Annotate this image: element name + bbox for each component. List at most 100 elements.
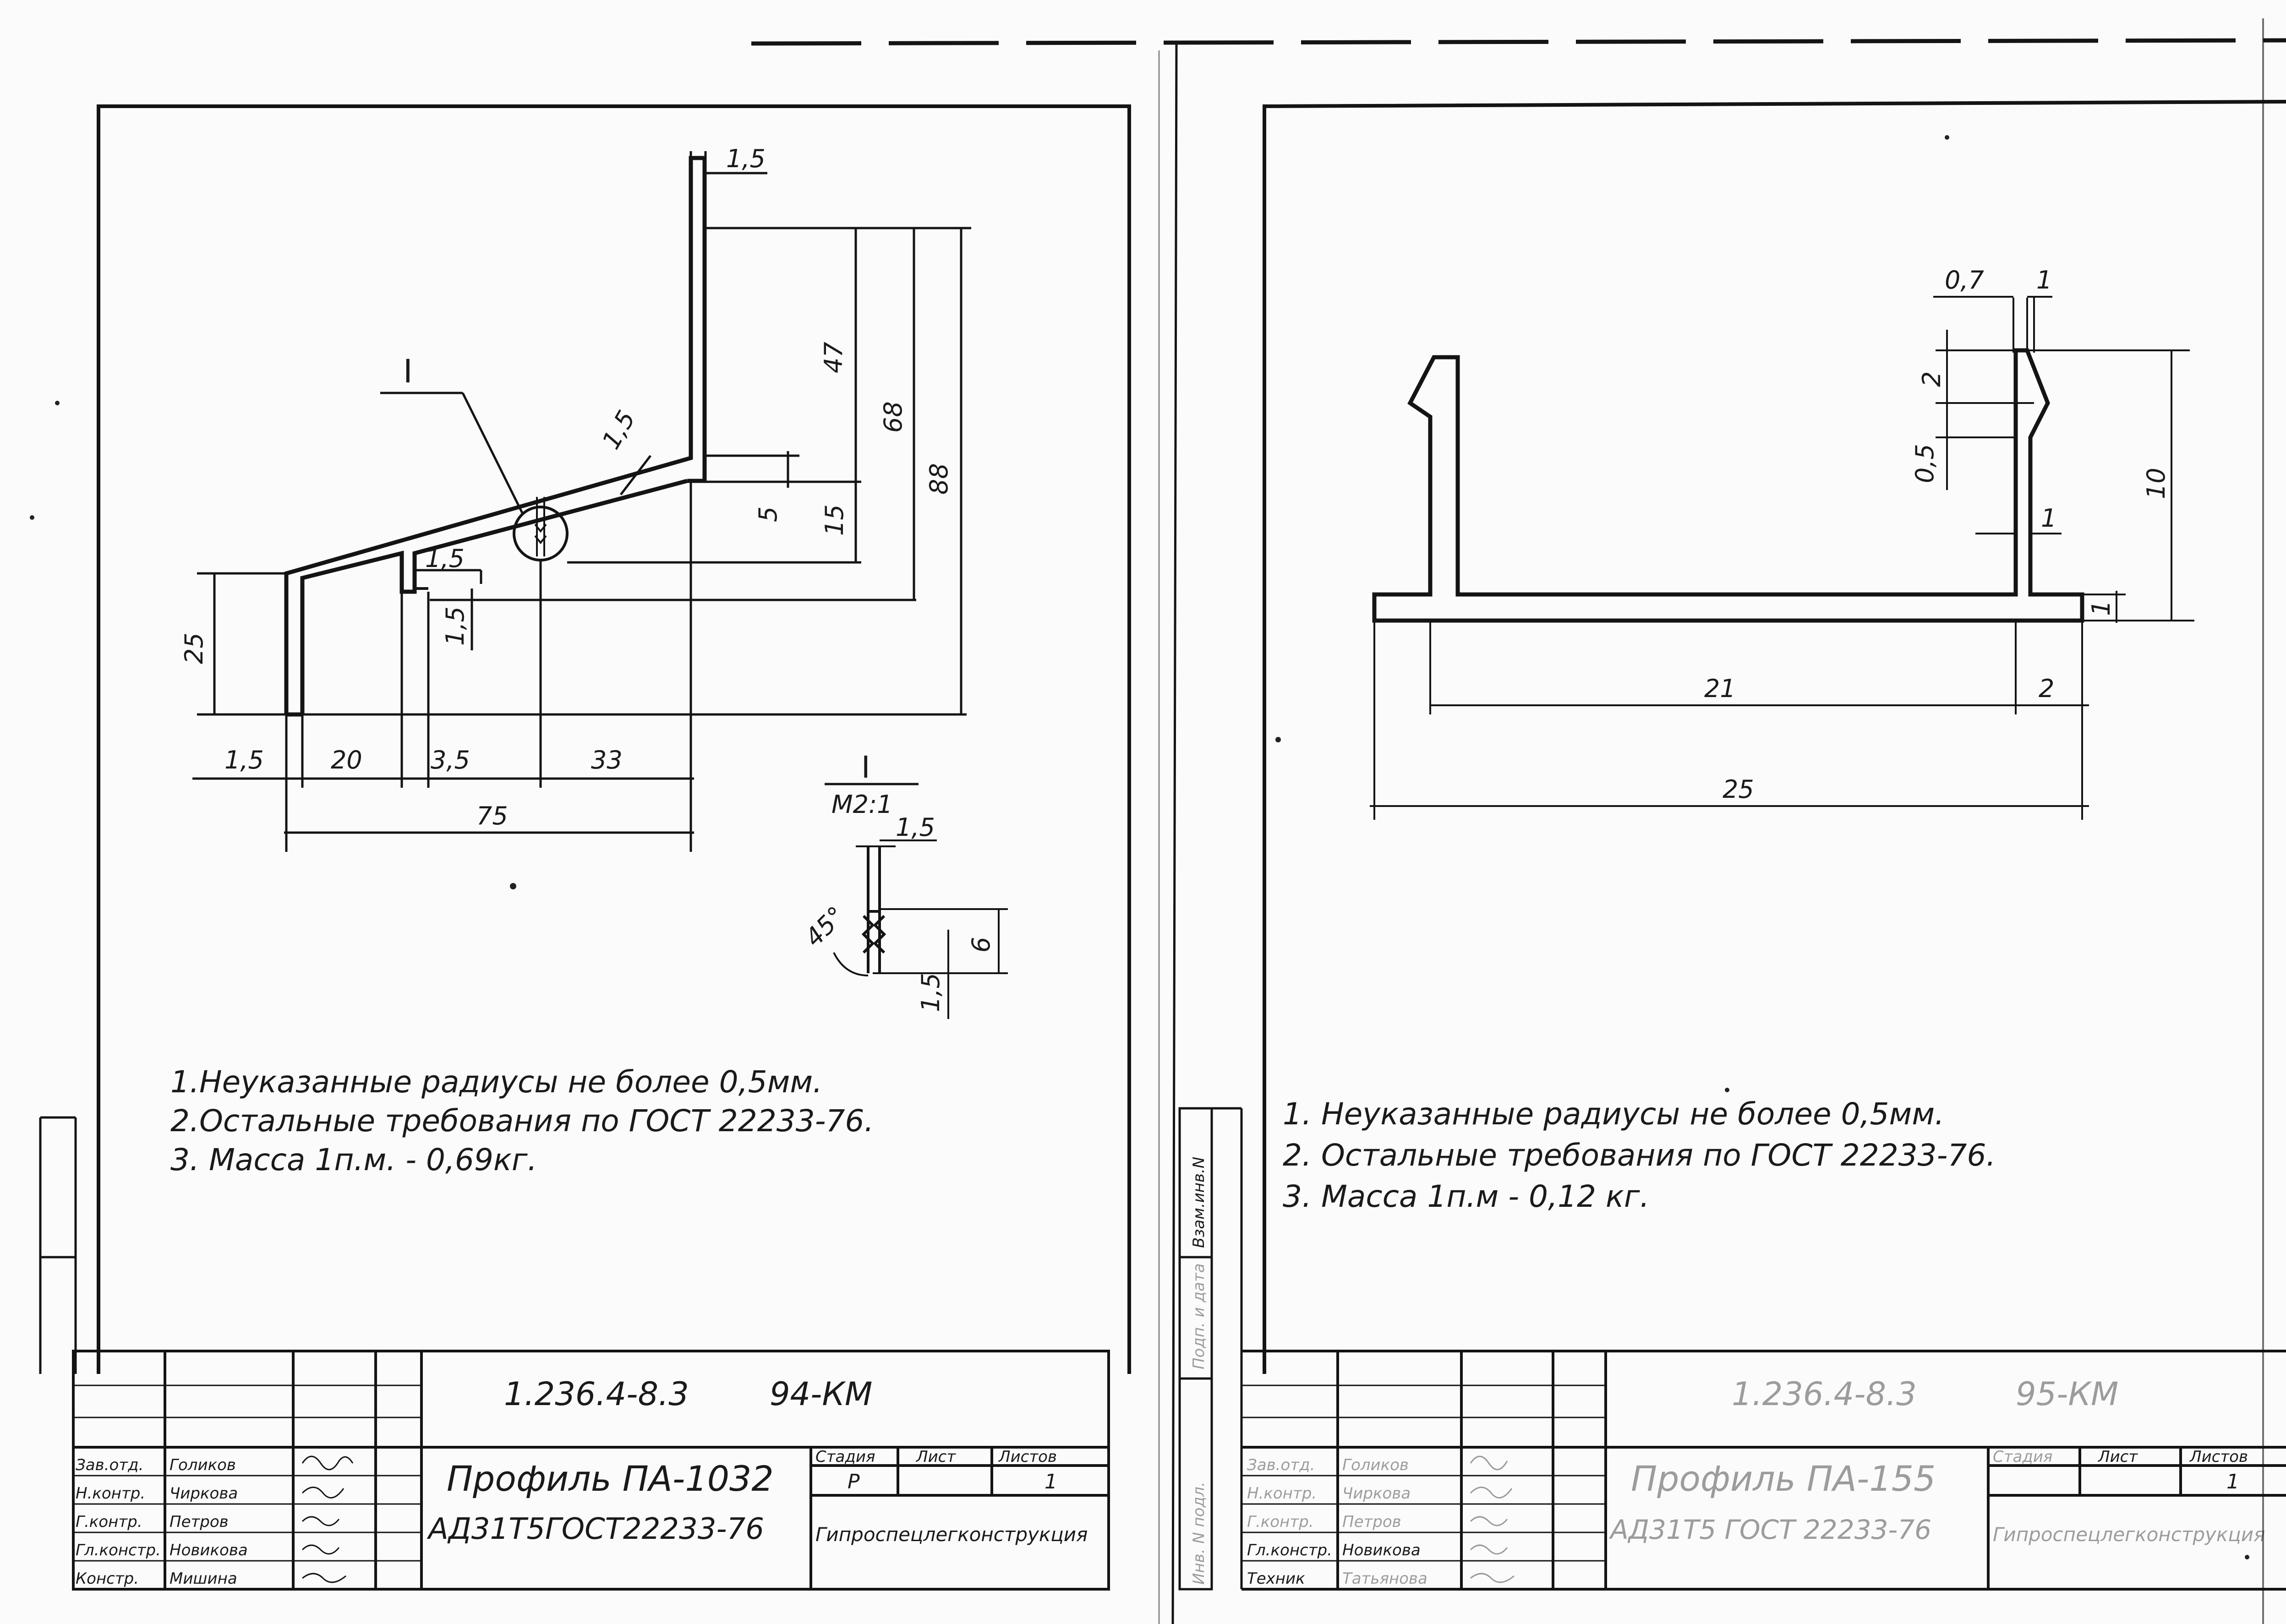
- dim-25: 25: [180, 632, 208, 664]
- left-name-5: Мишина: [170, 1570, 237, 1588]
- right-title: Профиль ПА-155: [1631, 1458, 1936, 1499]
- right-role-2: Н.контр.: [1247, 1484, 1317, 1503]
- r-dim-21: 21: [1704, 674, 1736, 703]
- right-notes: 1. Неуказанные радиусы не более 0,5мм. 2…: [1283, 1096, 1996, 1214]
- scan-edges: [751, 18, 2286, 1624]
- pa-155-dimension-lines: [1370, 296, 2194, 820]
- right-name-3: Петров: [1342, 1513, 1401, 1531]
- right-note-2: 2. Остальные требования по ГОСТ 22233-76…: [1283, 1138, 1996, 1173]
- left-role-2: Н.контр.: [76, 1484, 145, 1503]
- left-stage-value: Р: [848, 1470, 860, 1493]
- left-doc-code: 1.236.4-8.3: [504, 1375, 689, 1413]
- right-sheets-label: Листов: [2189, 1448, 2248, 1466]
- left-edge-strip: [39, 1116, 77, 1374]
- left-name-2: Чиркова: [170, 1484, 238, 1503]
- left-role-4: Гл.констр.: [76, 1541, 161, 1559]
- right-note-3: 3. Масса 1п.м - 0,12 кг.: [1283, 1179, 1649, 1214]
- right-side-stamps: Взам.инв.N Подп. и дата Инв. N подл.: [1178, 1107, 1243, 1591]
- right-note-1: 1. Неуказанные радиусы не более 0,5мм.: [1283, 1096, 1944, 1132]
- right-signatures: [1470, 1455, 1515, 1583]
- right-title-block: Зав.отд. Н.контр. Г.контр. Гл.констр. Те…: [1241, 1350, 2286, 1591]
- left-role-1: Зав.отд.: [76, 1456, 143, 1474]
- left-sheet-label: Лист: [915, 1448, 956, 1466]
- r-dim-1-mid: 1: [2041, 504, 2056, 533]
- dim-47: 47: [819, 342, 848, 373]
- right-organization: Гипроспецлегконструкция: [1993, 1523, 2265, 1546]
- r-dim-0-5: 0,5: [1910, 444, 1939, 483]
- pa-155-dimension-texts: 0,7 1 2 0,5 10 1 1 21 2 25: [1704, 266, 2171, 804]
- detail-callout-circle: [513, 506, 569, 561]
- right-role-1: Зав.отд.: [1247, 1456, 1315, 1474]
- left-note-1: 1.Неуказанные радиусы не более 0,5мм.: [170, 1064, 822, 1100]
- left-note-3: 3. Масса 1п.м. - 0,69кг.: [170, 1142, 537, 1177]
- dim-1-5-bottom: 1,5: [224, 746, 264, 774]
- stamp-zam-inv: Взам.инв.N: [1190, 1157, 1208, 1248]
- right-stage-label: Стадия: [1993, 1448, 2052, 1466]
- right-sheets-value: 1: [2226, 1470, 2239, 1493]
- dim-1-5-top: 1,5: [726, 144, 766, 173]
- dim-3-5: 3,5: [431, 746, 470, 774]
- profile-pa-155: [1372, 348, 2084, 623]
- dim-33: 33: [591, 746, 623, 774]
- dim-68: 68: [879, 401, 908, 433]
- dim-75: 75: [476, 801, 508, 830]
- detail-dim-6: 6: [967, 937, 995, 953]
- dim-1-5-inner-b: 1,5: [441, 606, 470, 646]
- r-dim-2-bottom: 2: [2039, 674, 2054, 703]
- left-title-block: Зав.отд. Н.контр. Г.контр. Гл.констр. Ко…: [72, 1350, 1110, 1591]
- left-title: Профиль ПА-1032: [447, 1458, 774, 1499]
- left-sheet-code: 94-КМ: [770, 1375, 872, 1413]
- detail-dim-1-5-b: 1,5: [916, 973, 945, 1012]
- detail-scale: M2:1: [831, 790, 893, 819]
- detail-dim-1-5-a: 1,5: [896, 813, 935, 842]
- left-role-3: Г.контр.: [76, 1513, 142, 1531]
- r-dim-1-right: 1: [2087, 600, 2116, 616]
- right-material: АД31Т5 ГОСТ 22233-76: [1608, 1514, 1931, 1545]
- left-material: АД31Т5ГОСТ22233-76: [427, 1512, 764, 1546]
- detail-title: I: [861, 750, 870, 785]
- right-name-4: Новикова: [1342, 1541, 1421, 1559]
- right-sheet-code: 95-КМ: [2016, 1375, 2118, 1413]
- r-dim-25: 25: [1723, 775, 1754, 804]
- dim-1-5-inner-a: 1,5: [425, 544, 465, 573]
- dim-20: 20: [331, 746, 362, 774]
- dim-1-5-slope: 1,5: [596, 406, 641, 454]
- detail-i: I M2:1 1,5 45° 6 1,5: [799, 750, 1008, 1019]
- callout-mark: I: [403, 353, 413, 390]
- scan-specks: [30, 135, 2249, 1559]
- right-name-1: Голиков: [1342, 1456, 1409, 1474]
- right-sheet: Взам.инв.N Подп. и дата Инв. N подл.: [1178, 100, 2286, 1591]
- left-sheets-label: Листов: [998, 1448, 1057, 1466]
- left-signatures: [301, 1455, 354, 1583]
- r-dim-2: 2: [1917, 371, 1946, 387]
- right-name-2: Чиркова: [1342, 1484, 1411, 1503]
- left-name-3: Петров: [170, 1513, 229, 1531]
- left-role-5: Констр.: [76, 1570, 139, 1588]
- left-notes: 1.Неуказанные радиусы не более 0,5мм. 2.…: [170, 1064, 874, 1177]
- r-dim-10: 10: [2142, 468, 2171, 499]
- profile-dimension-lines: [192, 151, 971, 852]
- right-role-4: Гл.констр.: [1247, 1541, 1332, 1559]
- dim-88: 88: [924, 463, 953, 495]
- left-name-1: Голиков: [170, 1456, 236, 1474]
- right-sheet-label: Лист: [2097, 1448, 2138, 1466]
- right-role-5: Техник: [1247, 1570, 1305, 1588]
- left-sheet: 1,5 47 68 88 5 15 1,5 1,5 1,5 25 1,5 20 …: [39, 104, 1131, 1591]
- left-sheets-value: 1: [1045, 1470, 1057, 1493]
- left-stage-label: Стадия: [815, 1448, 875, 1466]
- left-frame: [97, 104, 1131, 1374]
- right-role-3: Г.контр.: [1247, 1513, 1314, 1531]
- dim-5: 5: [754, 507, 782, 522]
- dim-15: 15: [820, 504, 849, 536]
- right-frame: [1263, 100, 2286, 1374]
- right-name-5: Татьянова: [1342, 1570, 1427, 1588]
- left-organization: Гипроспецлегконструкция: [815, 1523, 1088, 1546]
- profile-dimension-texts: 1,5 47 68 88 5 15 1,5 1,5 1,5 25 1,5 20 …: [180, 144, 953, 830]
- r-dim-1-top: 1: [2036, 266, 2052, 294]
- profile-pa-1032: [284, 156, 707, 717]
- left-note-2: 2.Остальные требования по ГОСТ 22233-76.: [170, 1103, 874, 1139]
- detail-angle: 45°: [799, 901, 851, 952]
- right-doc-code: 1.236.4-8.3: [1732, 1375, 1917, 1413]
- stamp-podp-data: Подп. и дата: [1190, 1263, 1208, 1369]
